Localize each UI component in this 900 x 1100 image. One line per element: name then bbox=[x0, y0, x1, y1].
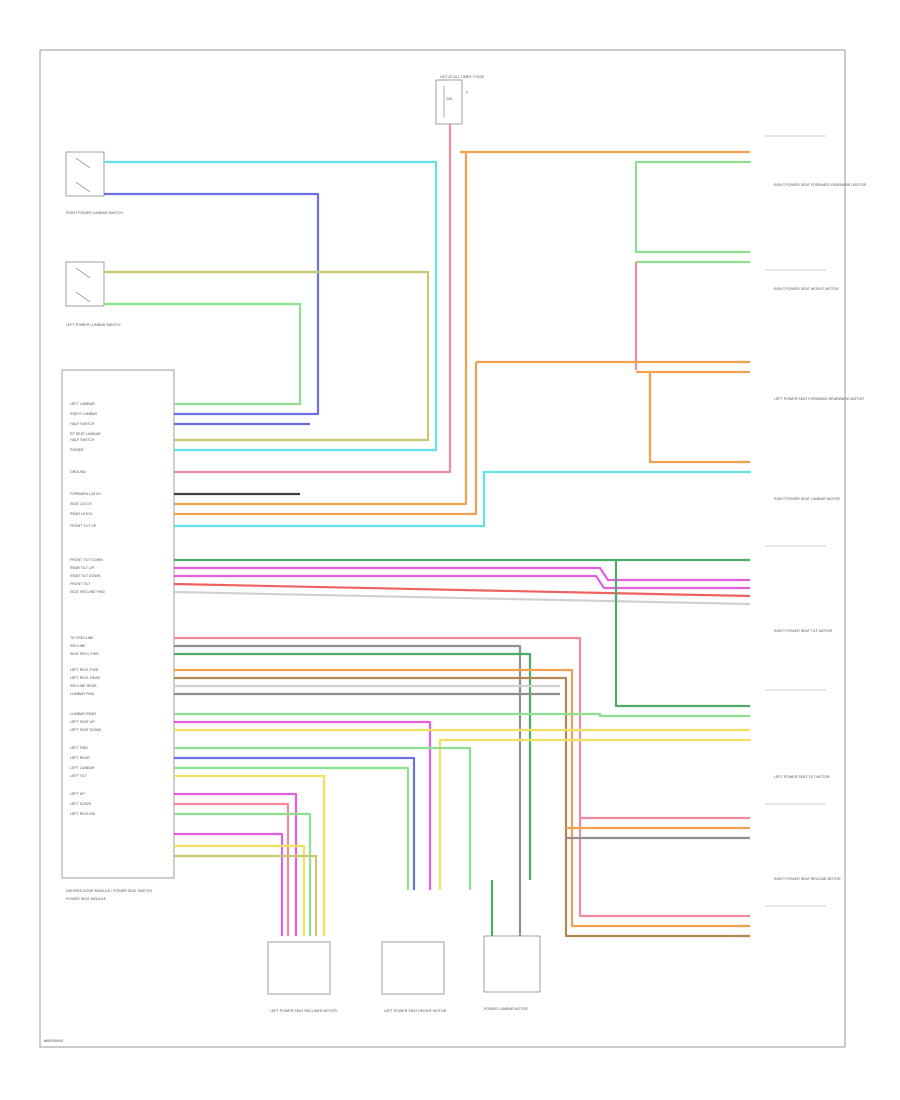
right-separators bbox=[765, 135, 826, 907]
wire-26 bbox=[174, 652, 532, 880]
wire-35 bbox=[174, 746, 472, 890]
pin-label: RIGHT LUMBAR bbox=[70, 412, 97, 416]
pin-label: REAR LATCH bbox=[70, 512, 93, 516]
pin-label: LEFT SEAT UP bbox=[70, 720, 95, 724]
pin-label: REAR TILT DOWN bbox=[70, 574, 101, 578]
footer-code: W85000XX bbox=[44, 1040, 64, 1044]
left-lumbar-switch: LEFT POWER LUMBAR SWITCH bbox=[65, 261, 121, 327]
rear-motor-1-label: LEFT POWER SEAT RECLINER MOTOR bbox=[270, 1009, 337, 1013]
pin-label: LEFT RECLINE bbox=[70, 812, 96, 816]
wire-24 bbox=[174, 636, 750, 918]
wire-44 bbox=[174, 854, 318, 936]
pin-label: SEAT RECLINE FWD bbox=[70, 590, 105, 594]
rear-motor-1: LEFT POWER SEAT RECLINER MOTOR bbox=[267, 941, 337, 1013]
right-lumbar-switch: RIGHT POWER LUMBAR SWITCH bbox=[65, 151, 123, 215]
fuse-id: F bbox=[466, 91, 469, 95]
wire-19 bbox=[174, 566, 750, 582]
right-label-5: RIGHT POWER SEAT TILT MOTOR bbox=[774, 629, 832, 633]
wire-43 bbox=[174, 844, 306, 936]
wire-21 bbox=[173, 582, 751, 598]
pin-label: REAR TILT UP bbox=[70, 566, 95, 570]
wire-17 bbox=[174, 362, 478, 516]
wire-14 bbox=[174, 470, 752, 528]
pin-label: RECLINE bbox=[70, 644, 86, 648]
wire-38 bbox=[174, 774, 326, 936]
wire-2 bbox=[104, 192, 320, 416]
pin-label: FRONT TILT bbox=[70, 582, 91, 586]
pin-label: HALF SWITCH bbox=[70, 422, 95, 426]
right-label-7: RIGHT POWER SEAT RECLINE MOTOR bbox=[774, 877, 841, 881]
rear-motor-2-label: LEFT POWER SEAT HEIGHT MOTOR bbox=[384, 1009, 447, 1013]
pin-label: SEAT RECL FWD bbox=[70, 652, 99, 656]
rear-motor-3: POWER LUMBAR MOTOR bbox=[483, 935, 541, 1011]
pin-label: LEFT RECL REAR bbox=[70, 676, 101, 680]
wires bbox=[104, 124, 752, 938]
wire-13 bbox=[648, 372, 750, 464]
fuse-amps: 20A bbox=[446, 97, 453, 101]
wire-42 bbox=[174, 832, 284, 936]
wire-22 bbox=[173, 590, 751, 606]
right-label-2: RIGHT POWER SEAT HEIGHT MOTOR bbox=[774, 287, 839, 291]
pin-labels: LEFT LUMBAR RIGHT LUMBAR HALF SWITCH RT SEA… bbox=[70, 402, 105, 816]
right-labels: RIGHT POWER SEAT FORWARD/ REARWARD MOTOR… bbox=[774, 183, 867, 881]
pin-label: LEFT RECL FWD bbox=[70, 668, 99, 672]
rear-motor-3-label: POWER LUMBAR MOTOR bbox=[484, 1007, 528, 1011]
wire-3 bbox=[104, 270, 430, 442]
fuse-label: HOT AT ALL TIMES / FUSE bbox=[440, 75, 485, 79]
wire-8 bbox=[634, 160, 752, 254]
pin-label: POWER bbox=[70, 448, 84, 452]
pin-label: LEFT LUMBAR bbox=[70, 402, 95, 406]
wire-16 bbox=[174, 152, 468, 506]
pin-label: TILT/RECLINE bbox=[70, 636, 94, 640]
wire-25 bbox=[174, 644, 522, 880]
wire-40 bbox=[174, 802, 290, 936]
pin-label: RECLINE REAR bbox=[70, 684, 97, 688]
pin-label: GROUND bbox=[70, 470, 86, 474]
pin-label: FORWARD LATCH bbox=[70, 492, 101, 496]
wire-34 bbox=[438, 738, 752, 890]
pin-label: FRONT TILT DOWN bbox=[70, 558, 103, 562]
wire-28 bbox=[174, 676, 750, 938]
pin-label: LEFT SEAT DOWN bbox=[70, 728, 102, 732]
pin-label: FRONT TILT UP bbox=[70, 524, 97, 528]
pin-label: LEFT DOWN bbox=[70, 802, 92, 806]
wire-27 bbox=[174, 668, 750, 928]
pin-label: LEFT UP bbox=[70, 792, 85, 796]
right-label-4: RIGHT POWER SEAT LUMBAR MOTOR bbox=[774, 497, 840, 501]
pin-label: LEFT LUMBAR bbox=[70, 766, 95, 770]
rear-motor-2: LEFT POWER SEAT HEIGHT MOTOR bbox=[381, 941, 447, 1013]
right-label-6: LEFT POWER SEAT TILT MOTOR bbox=[774, 775, 830, 779]
wire-20 bbox=[174, 574, 750, 590]
pin-label: LUMBAR FWD bbox=[70, 692, 95, 696]
pin-label: LEFT TILT bbox=[70, 774, 88, 778]
pin-label: LUMBAR REAR bbox=[70, 712, 96, 716]
pin-label: SEAT LATCH bbox=[70, 502, 92, 506]
wire-23 bbox=[614, 560, 750, 708]
pin-label: LEFT REAR bbox=[70, 756, 90, 760]
wire-32 bbox=[174, 720, 432, 890]
main-module-note: POWER SEAT MODULE bbox=[66, 897, 107, 901]
pin-label: LEFT FWD bbox=[70, 746, 88, 750]
wire-4 bbox=[104, 302, 302, 406]
right-lumbar-switch-label: RIGHT POWER LUMBAR SWITCH bbox=[66, 211, 123, 215]
wire-1 bbox=[104, 160, 438, 452]
main-module-label: DRIVERS DOOR MODULE / POWER SEAT SWITCH bbox=[66, 889, 152, 893]
right-label-1: RIGHT POWER SEAT FORWARD/ REARWARD MOTOR bbox=[774, 183, 867, 187]
wire-6 bbox=[174, 124, 452, 474]
right-label-3: LEFT POWER SEAT FORWARD/ REARWARD MOTOR bbox=[774, 397, 864, 401]
left-lumbar-switch-label: LEFT POWER LUMBAR SWITCH bbox=[66, 323, 121, 327]
wire-36 bbox=[174, 756, 416, 890]
wire-39 bbox=[174, 792, 298, 936]
fuse-component: HOT AT ALL TIMES / FUSE 20A F bbox=[435, 75, 485, 125]
wire-37 bbox=[174, 766, 410, 890]
wire-41 bbox=[174, 812, 312, 936]
wire-31 bbox=[174, 712, 750, 718]
main-module: DRIVERS DOOR MODULE / POWER SEAT SWITCH … bbox=[61, 369, 175, 901]
pin-label: RT SEAT LUMBAR bbox=[70, 432, 101, 436]
pin-label: HALF SWITCH bbox=[70, 438, 95, 442]
